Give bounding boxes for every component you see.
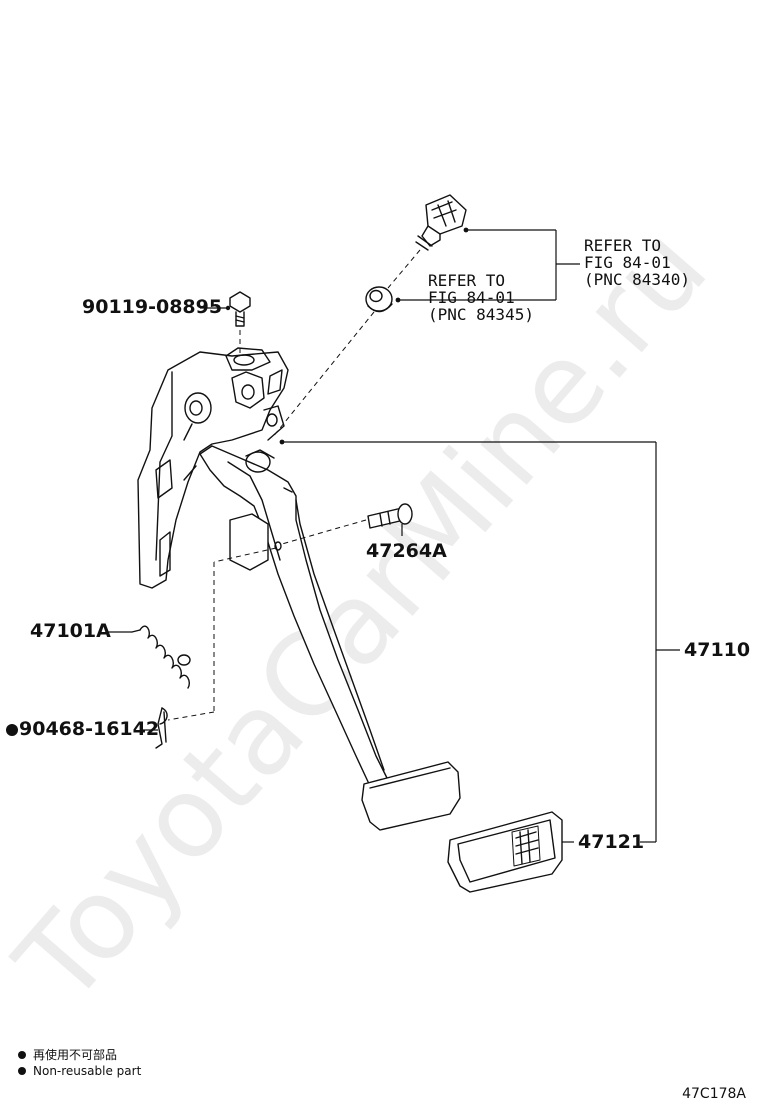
callout-clip: 90468-16142 [6,720,159,739]
callout-pad: 47121 [578,831,645,853]
callout-spring: 47101A [30,620,111,642]
legend-en-text: Non-reusable part [33,1064,142,1078]
pedal-bracket [137,347,289,589]
cushion-part [365,286,393,313]
refer-cushion-note: REFER TO FIG 84-01 (PNC 84345) [428,272,534,323]
refer-cushion-line-2: FIG 84-01 [428,288,515,307]
legend-bullet-icon [18,1051,26,1059]
callout-bolt: 90119-08895 [82,296,223,318]
pedal-foot-plate [361,761,461,831]
refer-switch-note: REFER TO FIG 84-01 (PNC 84340) [584,237,690,288]
brake-pedal-arm [199,445,389,787]
hair-clip [155,707,168,749]
watermark: ToyotaCarMine.ru [0,204,732,1028]
legend-en: Non-reusable part [18,1064,141,1078]
refer-switch-line-3: (PNC 84340) [584,270,690,289]
pedal-pad [447,811,563,893]
refer-cushion-line-3: (PNC 84345) [428,305,534,324]
refer-cushion-line-1: REFER TO [428,271,506,290]
legend-cn-text: 再使用不可部品 [33,1048,118,1062]
callout-clip-number: 90468-16142 [19,718,160,740]
clevis-pin [367,503,413,529]
return-spring [131,625,191,689]
refer-switch-line-2: FIG 84-01 [584,253,671,272]
bolt [229,291,251,327]
legend-bullet-icon [18,1067,26,1075]
callout-pin: 47264A [366,540,447,562]
legend-cn: 再使用不可部品 [18,1046,117,1063]
figure-code: 47C178A [682,1086,746,1102]
non-reusable-bullet-icon [6,724,18,736]
refer-switch-line-1: REFER TO [584,236,662,255]
stop-lamp-switch [415,194,467,251]
callout-pedal-assy: 47110 [684,639,751,661]
